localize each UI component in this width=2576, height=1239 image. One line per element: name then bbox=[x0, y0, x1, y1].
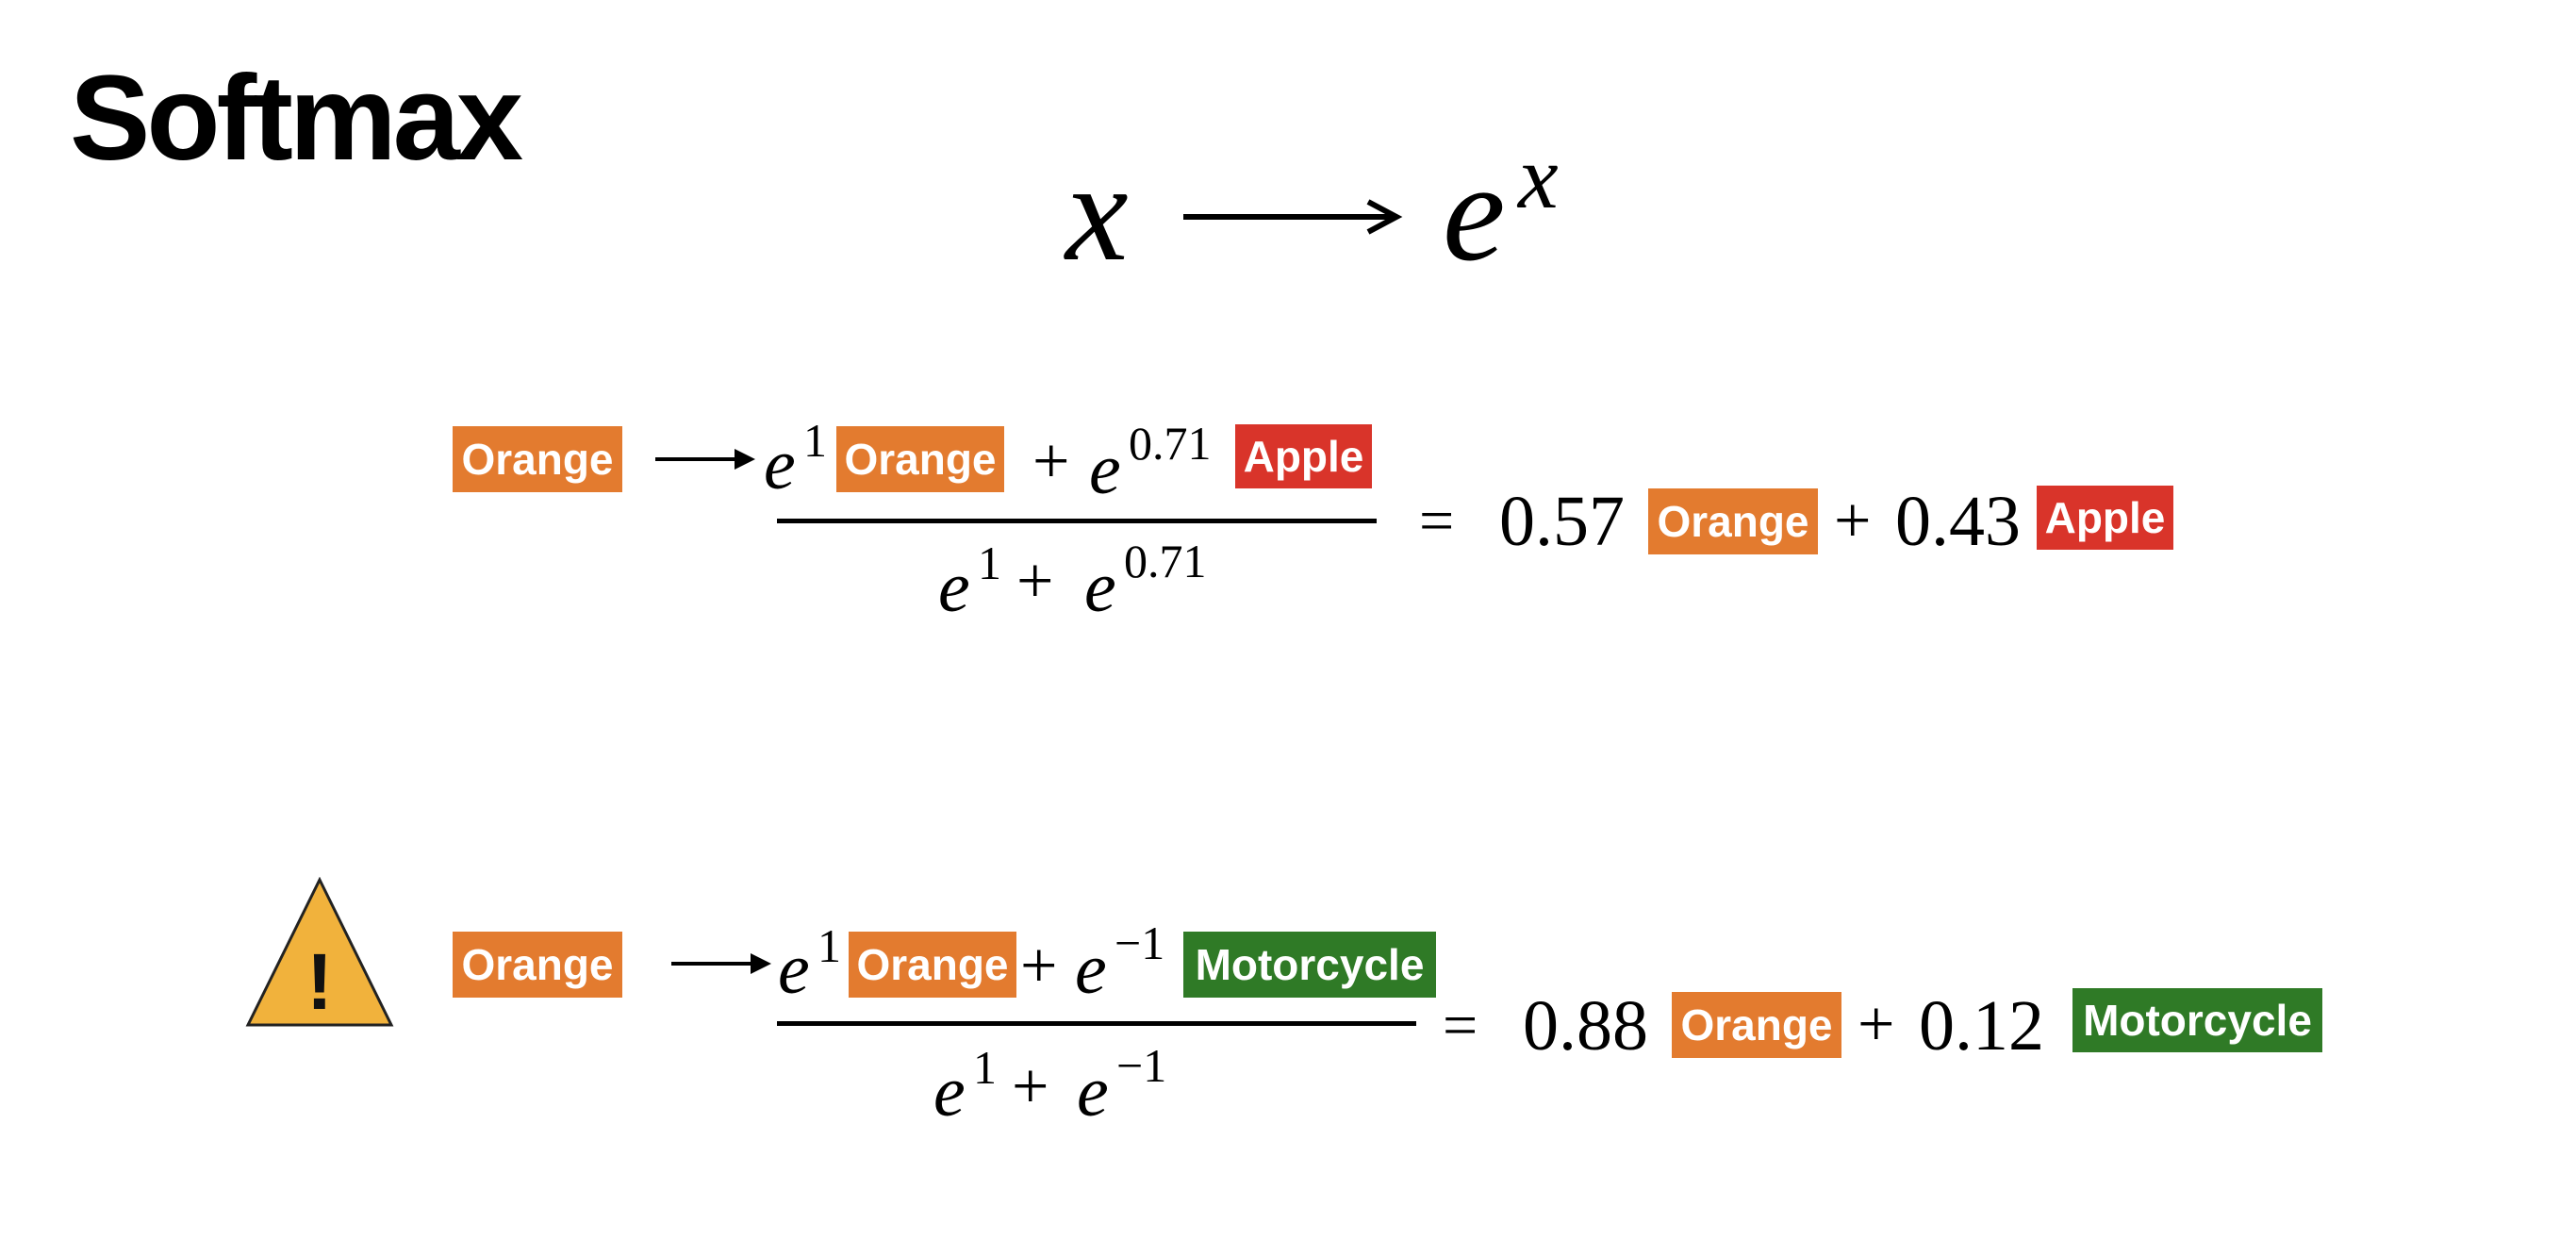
row2-den-e2: e bbox=[1077, 1052, 1109, 1132]
row2-result-tag1: Orange bbox=[1672, 992, 1841, 1058]
row1-input-tag: Orange bbox=[453, 426, 622, 492]
row2-den-e1: e bbox=[933, 1052, 966, 1132]
row2-arrow-icon bbox=[671, 953, 771, 974]
row2-den-exp1: 1 bbox=[973, 1041, 997, 1094]
formula-x: x bbox=[1065, 134, 1129, 290]
row2-fraction-bar bbox=[777, 1021, 1416, 1026]
formula-exponent: x bbox=[1518, 126, 1559, 227]
row1-num-e2: e bbox=[1089, 430, 1121, 509]
row1-num-tag2: Apple bbox=[1235, 424, 1372, 488]
row2-input-tag: Orange bbox=[453, 932, 622, 998]
row1-result-plus: + bbox=[1834, 485, 1872, 557]
row2-num-e2: e bbox=[1075, 930, 1107, 1009]
row2-equals: = bbox=[1443, 991, 1478, 1060]
row1-value2: 0.43 bbox=[1895, 482, 2021, 561]
row1-den-exp1: 1 bbox=[978, 537, 1001, 589]
row1-den-e2: e bbox=[1084, 548, 1116, 627]
row2-result-tag2: Motorcycle bbox=[2072, 988, 2322, 1052]
row1-result-tag2: Apple bbox=[2037, 486, 2173, 550]
row2-num-tag2: Motorcycle bbox=[1183, 932, 1436, 998]
row1-den-exp2: 0.71 bbox=[1124, 535, 1207, 587]
row2-num-tag1: Orange bbox=[849, 932, 1016, 998]
row1-num-exp2: 0.71 bbox=[1129, 417, 1212, 470]
row1-num-exp1: 1 bbox=[803, 414, 827, 467]
row2-value2: 0.12 bbox=[1919, 986, 2044, 1066]
row1-num-plus: + bbox=[1032, 425, 1070, 498]
row1-arrow-icon bbox=[655, 449, 755, 470]
warning-mark: ! bbox=[306, 937, 333, 1026]
page-title: Softmax bbox=[70, 51, 523, 186]
row1-den-plus: + bbox=[1016, 545, 1054, 618]
row2-num-exp2: −1 bbox=[1115, 917, 1165, 969]
row1-num-e1: e bbox=[764, 425, 796, 504]
row1-num-tag1: Orange bbox=[836, 426, 1004, 492]
row2-value1: 0.88 bbox=[1523, 986, 1648, 1066]
row2-num-e1: e bbox=[778, 930, 810, 1009]
row2-den-plus: + bbox=[1012, 1050, 1049, 1123]
row2-result-plus: + bbox=[1858, 988, 1895, 1061]
row2-num-exp1: 1 bbox=[817, 919, 841, 972]
row1-value1: 0.57 bbox=[1499, 482, 1625, 561]
row1-result-tag1: Orange bbox=[1648, 488, 1818, 554]
row1-fraction-bar bbox=[777, 519, 1377, 523]
row1-equals: = bbox=[1419, 487, 1455, 555]
row2-num-plus: + bbox=[1020, 930, 1058, 1002]
row2-den-exp2: −1 bbox=[1116, 1039, 1167, 1092]
right-arrow-icon bbox=[1183, 199, 1403, 235]
formula-e: e bbox=[1443, 134, 1506, 290]
row1-den-e1: e bbox=[938, 548, 970, 627]
warning-triangle-icon: ! bbox=[245, 877, 394, 1027]
